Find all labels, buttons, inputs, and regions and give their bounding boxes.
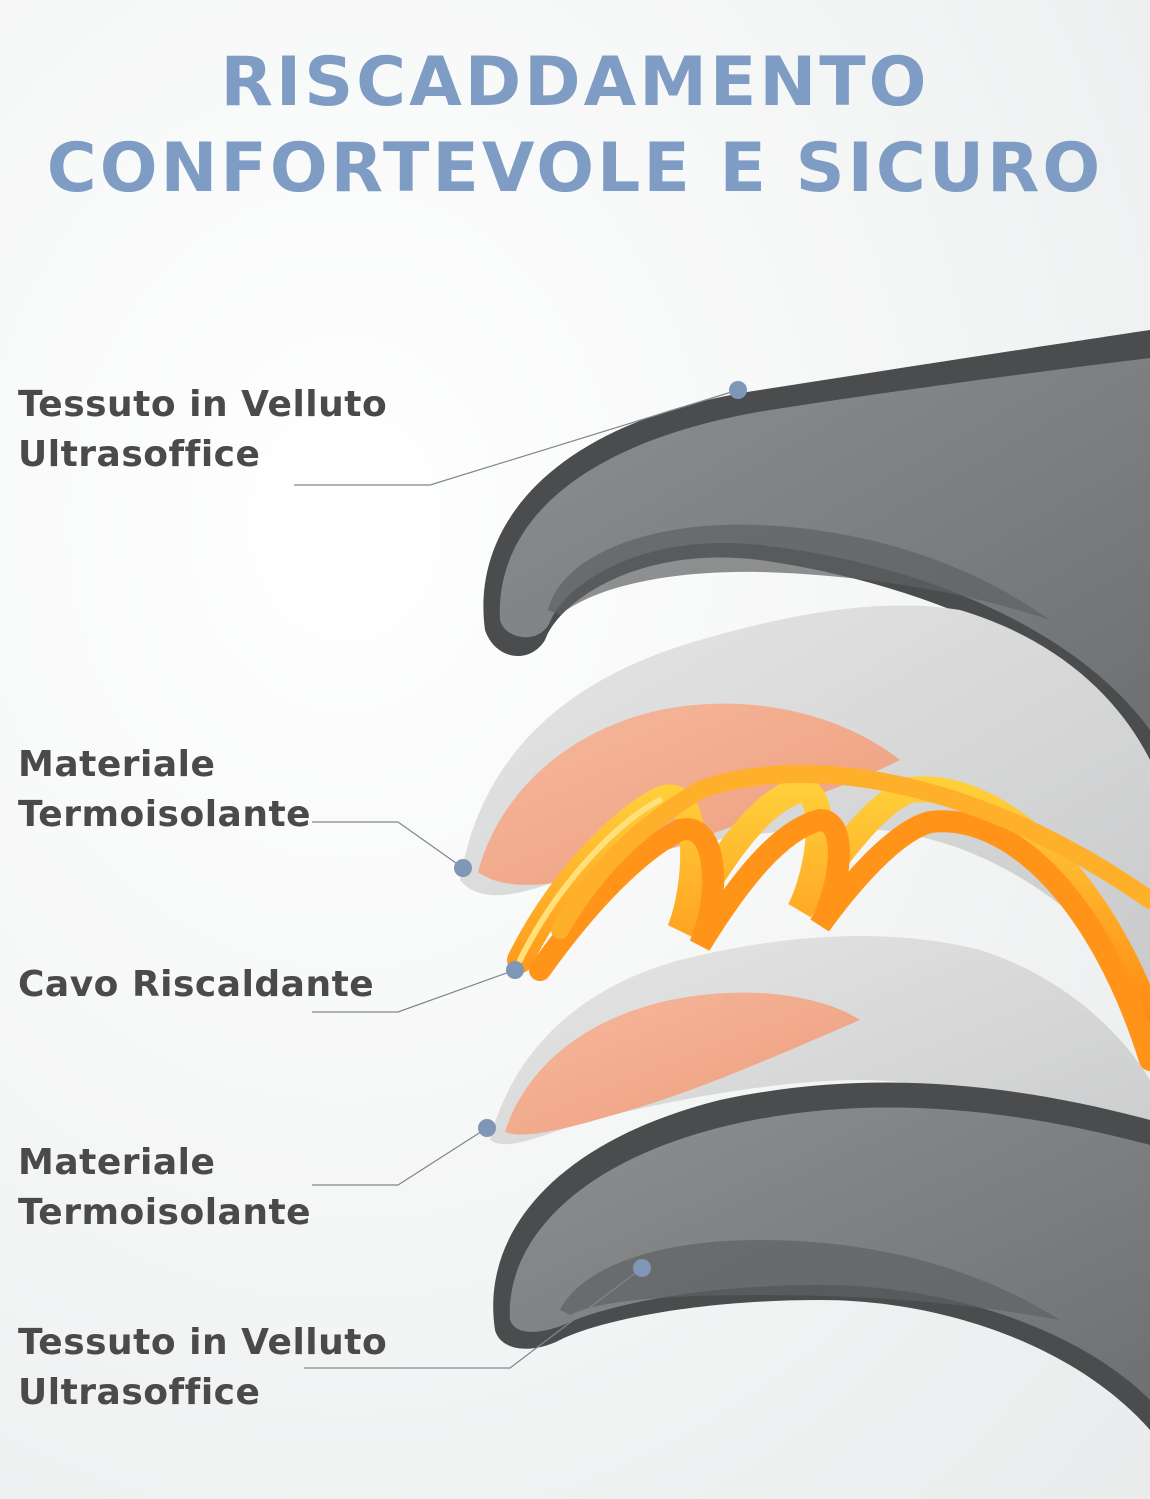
leader-line-3 [312, 969, 516, 1013]
layer-label-2: Materiale Termoisolante [18, 744, 312, 835]
title-line-1: RISCADDAMENTO [220, 43, 930, 122]
layer-label-4: Materiale Termoisolante [18, 1142, 312, 1233]
leader-line-4 [312, 1127, 488, 1186]
leader-line-5 [304, 1267, 643, 1369]
marker-dot-2 [454, 859, 472, 877]
title-line-2: CONFORTEVOLE E SICURO [46, 129, 1104, 208]
leader-line-2 [312, 821, 464, 869]
heating-cable [507, 765, 1150, 1071]
top-velvet-layer [483, 330, 1150, 760]
leader-line-1 [294, 389, 739, 486]
bottom-velvet-layer [493, 1082, 1150, 1430]
marker-dot-5 [633, 1259, 651, 1277]
leader-lines [294, 389, 739, 1369]
layer-label-3: Cavo Riscaldante [18, 964, 375, 1005]
marker-dot-1 [729, 381, 747, 399]
page-title: RISCADDAMENTO CONFORTEVOLE E SICURO [0, 40, 1150, 212]
layer-label-1: Tessuto in Velluto Ultrasoffice [18, 384, 388, 475]
marker-dot-3 [506, 961, 524, 979]
layer-markers [454, 381, 747, 1277]
lower-insulation-layer [490, 936, 1150, 1200]
marker-dot-4 [478, 1119, 496, 1137]
layer-label-5: Tessuto in Velluto Ultrasoffice [18, 1322, 388, 1413]
